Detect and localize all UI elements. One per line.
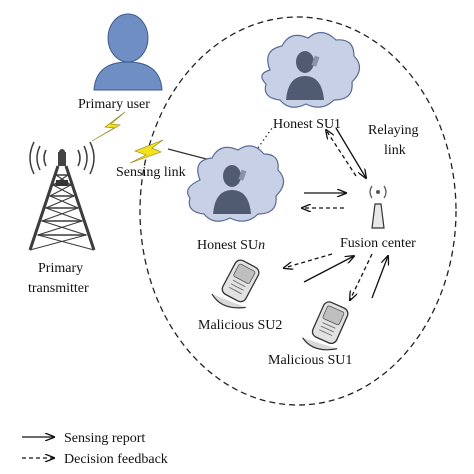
legend-decision-feedback: Decision feedback bbox=[64, 452, 168, 467]
relaying-link-label: Relaying bbox=[368, 123, 419, 138]
decision-feedback-arrow bbox=[350, 253, 373, 300]
primary-transmitter-label: Primary bbox=[38, 261, 83, 276]
primary-user-label: Primary user bbox=[78, 97, 150, 112]
legend-sensing-report: Sensing report bbox=[64, 431, 145, 446]
su-dotted-link bbox=[257, 127, 273, 149]
secondary-network-boundary bbox=[139, 16, 457, 406]
antenna-icon bbox=[369, 185, 387, 229]
primary-transmitter-label-line2: transmitter bbox=[28, 281, 89, 296]
cloud-user-icon bbox=[187, 145, 285, 222]
cloud-user-icon bbox=[261, 31, 361, 108]
decision-feedback-arrow bbox=[326, 130, 357, 177]
phone-icon bbox=[302, 301, 349, 351]
sensing-link-label: Sensing link bbox=[116, 165, 186, 180]
relaying-link-label-line2: link bbox=[384, 143, 406, 158]
person-icon bbox=[93, 13, 163, 91]
lightning-icon bbox=[91, 111, 126, 142]
lightning-icon bbox=[129, 139, 164, 164]
malicious-su1-label: Malicious SU1 bbox=[268, 353, 352, 368]
sensing-report-arrow bbox=[303, 256, 354, 283]
sensing-report-arrow bbox=[335, 127, 366, 178]
honest-sun-label: Honest SUn bbox=[197, 238, 265, 253]
honest-su1-label: Honest SU1 bbox=[273, 117, 341, 132]
sensing-report-arrow bbox=[371, 256, 388, 299]
phone-icon bbox=[211, 259, 260, 309]
transmission-tower-icon bbox=[28, 141, 96, 251]
fusion-center-label: Fusion center bbox=[340, 236, 416, 251]
decision-feedback-arrow bbox=[284, 253, 333, 268]
legend: Sensing report Decision feedback bbox=[22, 431, 168, 467]
malicious-su2-label: Malicious SU2 bbox=[198, 318, 282, 333]
